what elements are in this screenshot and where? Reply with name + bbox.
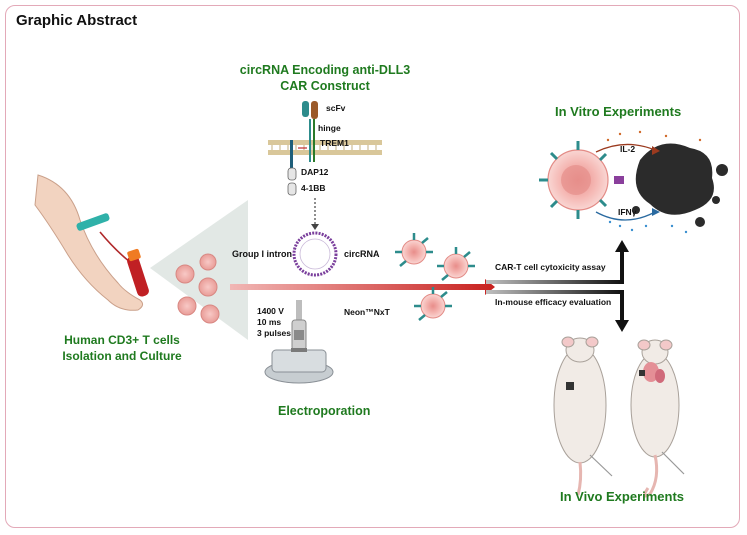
electroporation-heading: Electroporation: [278, 404, 371, 418]
scfv-label: scFv: [326, 103, 346, 113]
tumor-marker: [639, 370, 645, 376]
syringe: [589, 454, 613, 477]
main-process-arrow: [230, 279, 495, 295]
in-vivo-illustration: [553, 336, 685, 498]
construct-heading-line1: circRNA Encoding anti-DLL3: [239, 63, 411, 77]
organ: [643, 362, 659, 382]
car-t-cell: [395, 233, 433, 267]
param-duration: 10 ms: [257, 317, 282, 327]
figure-title: Graphic Abstract: [16, 12, 138, 29]
tumor-cell: [635, 143, 714, 215]
construct-heading-line2: CAR Construct: [280, 79, 370, 93]
arm-illustration: [34, 174, 149, 311]
electroporation-device: [264, 300, 334, 384]
tube-cap: [127, 248, 141, 262]
in-vitro-illustration: [539, 130, 728, 234]
t-cell: [175, 264, 195, 284]
costim-domain: [287, 182, 297, 196]
synapse-marker: [614, 176, 624, 184]
scfv-domain: [302, 101, 309, 117]
tumor-marker: [566, 382, 574, 390]
param-pulses: 3 pulses: [257, 328, 292, 338]
organ: [655, 369, 665, 383]
tourniquet: [76, 213, 110, 231]
hinge-label: hinge: [318, 123, 341, 133]
il2-arrow: [595, 143, 656, 153]
intron-label: Group I intron: [232, 249, 292, 259]
mouse-back-view: [553, 336, 607, 496]
param-voltage: 1400 V: [257, 306, 284, 316]
t-cell: [199, 253, 217, 271]
in-mouse-label: In-mouse efficacy evaluation: [495, 297, 612, 307]
circrna-ring: [292, 231, 338, 277]
circrna-label: circRNA: [344, 249, 380, 259]
cytotoxicity-assay-label: CAR-T cell cytoxicity assay: [495, 262, 606, 272]
construct-heading: circRNA Encoding anti-DLL3 CAR Construct: [205, 62, 445, 94]
syringe: [661, 451, 685, 475]
car-t-cell: [437, 247, 475, 281]
tcells-heading-line2: Isolation and Culture: [62, 349, 182, 363]
arrow-head-up: [615, 240, 629, 252]
in-vitro-heading: In Vitro Experiments: [555, 104, 682, 119]
car-t-cell: [414, 287, 452, 321]
il2-label: IL-2: [620, 144, 636, 154]
branch-arrows: [486, 240, 629, 332]
figure-frame: [5, 5, 740, 528]
scfv-domain: [311, 101, 318, 119]
electroporation-params: 1400 V 10 ms 3 pulses: [257, 306, 317, 339]
trem1-label: TREM1: [320, 138, 349, 148]
t-cell: [200, 304, 220, 324]
t-cell: [198, 277, 218, 297]
dap12-domain: [287, 167, 297, 181]
tcells-heading-line1: Human CD3+ T cells: [64, 333, 180, 347]
ifng-arrow: [595, 211, 656, 221]
mouse-front-view: [630, 339, 680, 498]
costim-label: 4-1BB: [301, 183, 326, 193]
cell-magnification: [150, 200, 248, 340]
ifng-label: IFNγ: [618, 207, 637, 217]
t-cell: [177, 296, 197, 316]
car-t-cell-cluster: [395, 233, 475, 321]
in-vivo-heading: In Vivo Experiments: [560, 489, 685, 504]
car-construct-diagram: [268, 101, 382, 230]
tcells-heading: Human CD3+ T cells Isolation and Culture: [52, 332, 192, 364]
blood-tube: [127, 255, 149, 297]
device-label: Neon™NxT: [344, 307, 390, 317]
arrow-head-down: [615, 320, 629, 332]
dap12-label: DAP12: [301, 167, 329, 177]
dap12-tm: [290, 140, 293, 170]
